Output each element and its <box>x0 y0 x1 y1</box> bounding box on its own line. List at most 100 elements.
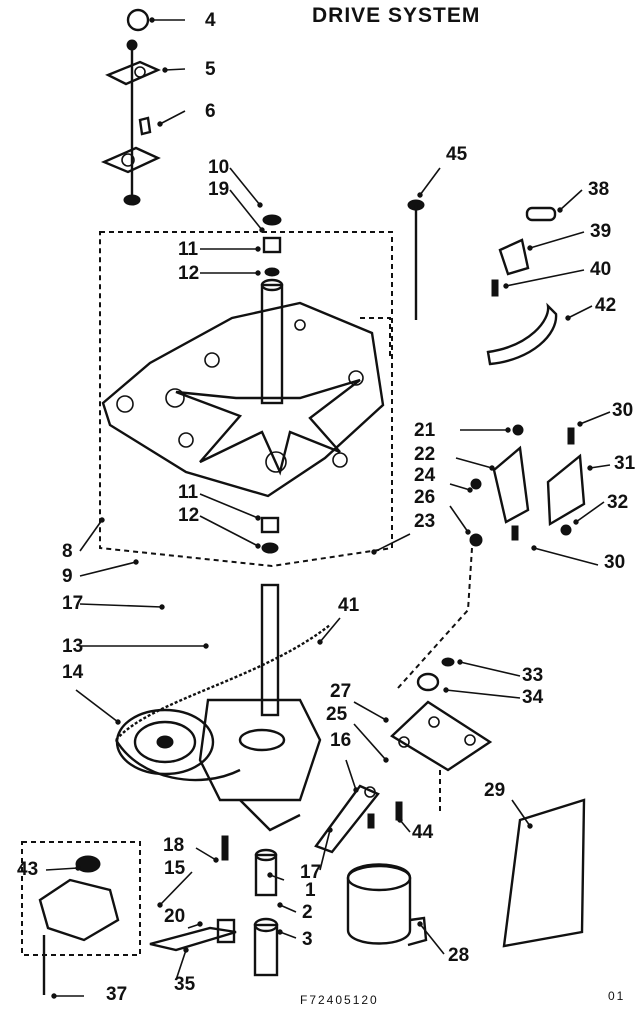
leader-arrowhead <box>489 465 495 471</box>
callout-label: 23 <box>414 511 435 532</box>
leader-lines <box>45 17 611 999</box>
leader-arrowhead <box>465 529 471 535</box>
callout-label: 16 <box>330 730 351 751</box>
lower-pump-and-coupling <box>21 841 279 995</box>
leader-arrowhead <box>527 823 533 829</box>
leader-arrowhead <box>587 465 593 471</box>
leader-arrowhead <box>277 929 283 935</box>
leader-arrowhead <box>277 902 283 908</box>
leader-arrowhead <box>565 315 571 321</box>
leader-arrowhead <box>75 865 81 871</box>
leader-arrowhead <box>255 543 261 549</box>
leader-arrowhead <box>503 283 509 289</box>
leader-line <box>449 505 469 533</box>
leader-arrowhead <box>457 659 463 665</box>
leader-line <box>345 759 357 791</box>
leader-line <box>505 269 585 287</box>
leader-line <box>319 617 341 643</box>
callout-label: 1 <box>305 880 316 901</box>
leader-line <box>511 799 531 827</box>
leader-arrowhead <box>505 427 511 433</box>
leader-line <box>229 167 261 206</box>
leader-arrowhead <box>133 559 139 565</box>
diagram-title: DRIVE SYSTEM <box>312 4 480 27</box>
leader-line <box>79 519 103 552</box>
leader-line <box>199 493 259 519</box>
callout-label: 30 <box>612 400 633 421</box>
callout-label: 4 <box>205 10 216 31</box>
leader-line <box>79 561 137 577</box>
leader-line <box>579 411 611 425</box>
leader-arrowhead <box>157 902 163 908</box>
callout-label: 33 <box>522 665 543 686</box>
leader-line <box>199 515 259 547</box>
leader-arrowhead <box>527 245 533 251</box>
leader-line <box>195 847 217 861</box>
brake-assembly <box>407 199 586 547</box>
drive-belt-and-pulley <box>114 583 331 861</box>
callout-label: 42 <box>595 295 616 316</box>
callout-label: 9 <box>62 566 73 587</box>
callout-label: 15 <box>164 858 186 879</box>
callout-label: 8 <box>62 541 73 562</box>
callout-label: 10 <box>208 157 229 178</box>
leader-line <box>279 931 297 939</box>
leader-arrowhead <box>417 192 423 198</box>
leader-line <box>79 603 163 608</box>
callout-label: 28 <box>448 945 469 966</box>
callout-label: 25 <box>326 704 348 725</box>
leader-arrowhead <box>383 757 389 763</box>
leader-line <box>567 305 593 319</box>
leader-line <box>353 723 387 761</box>
leader-line <box>589 464 611 469</box>
leader-line <box>445 689 521 699</box>
callout-label: 45 <box>446 144 468 165</box>
leader-line <box>279 904 297 913</box>
leader-arrowhead <box>255 246 261 252</box>
leader-arrowhead <box>197 921 203 927</box>
callout-label: 19 <box>208 179 229 200</box>
leader-arrowhead <box>397 817 403 823</box>
leader-line <box>533 547 599 566</box>
leader-arrowhead <box>183 947 189 953</box>
leader-line <box>159 110 186 125</box>
leader-line <box>164 68 186 71</box>
leader-arrowhead <box>327 827 333 833</box>
leader-arrowhead <box>267 872 273 878</box>
callout-label: 31 <box>614 453 636 474</box>
callout-label: 30 <box>604 552 625 573</box>
callout-label: 11 <box>178 482 199 503</box>
leader-line <box>459 661 521 677</box>
callout-label: 24 <box>414 465 436 486</box>
leader-line <box>373 533 411 553</box>
leader-arrowhead <box>213 857 219 863</box>
leader-line <box>419 167 441 196</box>
callout-label: 40 <box>590 259 611 280</box>
leader-arrowhead <box>51 993 57 999</box>
callout-label: 13 <box>62 636 83 657</box>
leader-line <box>419 923 445 955</box>
callout-label: 3 <box>302 929 313 950</box>
leader-arrowhead <box>353 787 359 793</box>
leader-arrowhead <box>443 687 449 693</box>
callout-label: 26 <box>414 487 435 508</box>
leader-arrowhead <box>383 717 389 723</box>
leader-arrowhead <box>162 67 168 73</box>
callout-label: 35 <box>174 974 196 995</box>
leader-arrowhead <box>577 421 583 427</box>
leader-arrowhead <box>149 17 155 23</box>
leader-arrowhead <box>255 515 261 521</box>
leader-line <box>575 501 605 523</box>
callout-label: 21 <box>414 420 436 441</box>
callout-label: 12 <box>178 263 199 284</box>
top-shaft-assembly <box>100 8 161 206</box>
leader-arrowhead <box>573 519 579 525</box>
callout-label: 22 <box>414 444 435 465</box>
leader-arrowhead <box>259 227 265 233</box>
callout-label: 5 <box>205 59 216 80</box>
leader-line <box>75 689 119 723</box>
leader-arrowhead <box>157 121 163 127</box>
leader-line <box>455 457 493 469</box>
leader-arrowhead <box>371 549 377 555</box>
